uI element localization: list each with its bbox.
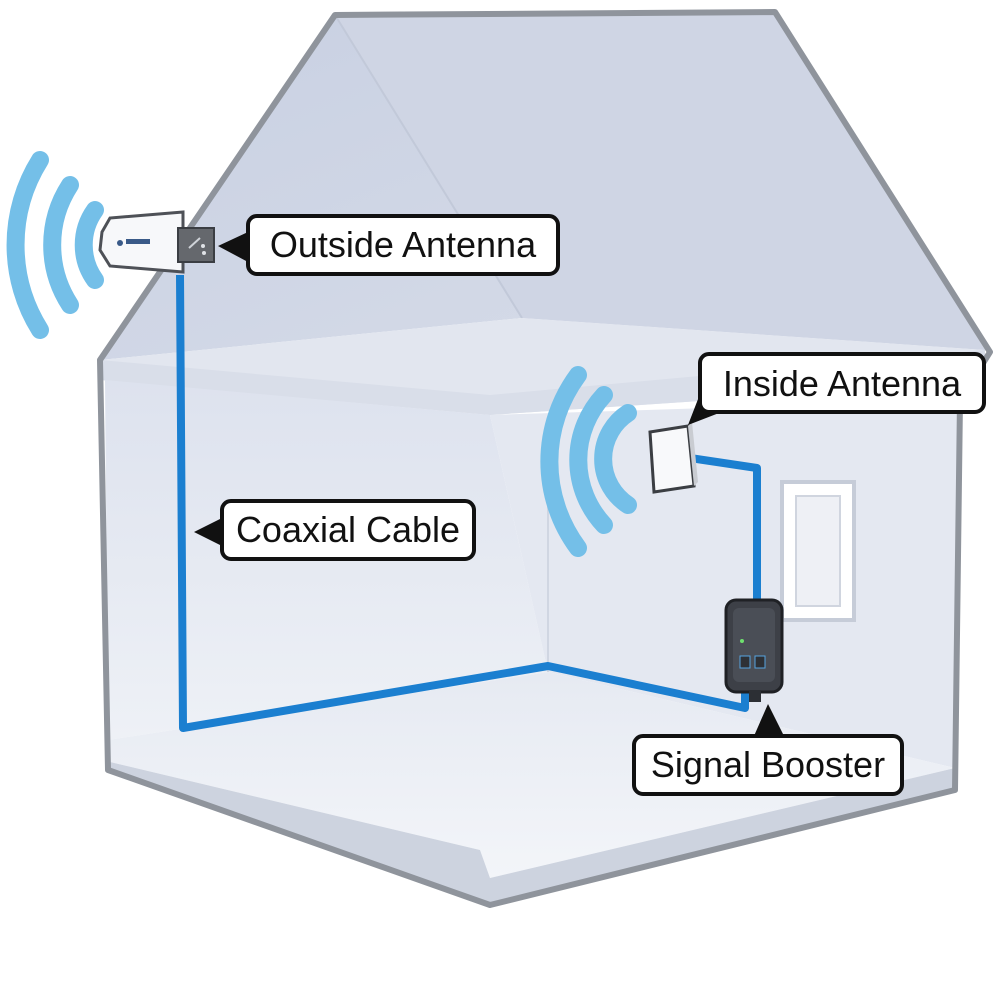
signal-booster-icon (724, 598, 784, 702)
coaxial-cable-callout: Coaxial Cable (194, 499, 476, 561)
outside-signal-icon (6, 151, 104, 339)
inside-signal-icon (540, 366, 637, 557)
window (780, 480, 856, 622)
coaxial-cable-label: Coaxial Cable (236, 509, 460, 550)
signal-booster-callout: Signal Booster (632, 704, 904, 796)
inside-antenna-icon (648, 422, 698, 494)
outside-antenna-callout: Outside Antenna (218, 214, 560, 276)
outside-antenna-icon (98, 210, 215, 274)
floor (108, 672, 955, 878)
floor-front-edge (108, 762, 955, 905)
inside-antenna-label: Inside Antenna (723, 363, 962, 404)
coaxial-cable (176, 274, 761, 732)
signal-booster-label: Signal Booster (651, 744, 885, 785)
outside-antenna-label: Outside Antenna (270, 224, 537, 265)
inside-antenna-callout: Inside Antenna (688, 352, 986, 425)
ceiling-edge (100, 350, 985, 415)
house-outline (97, 9, 993, 908)
